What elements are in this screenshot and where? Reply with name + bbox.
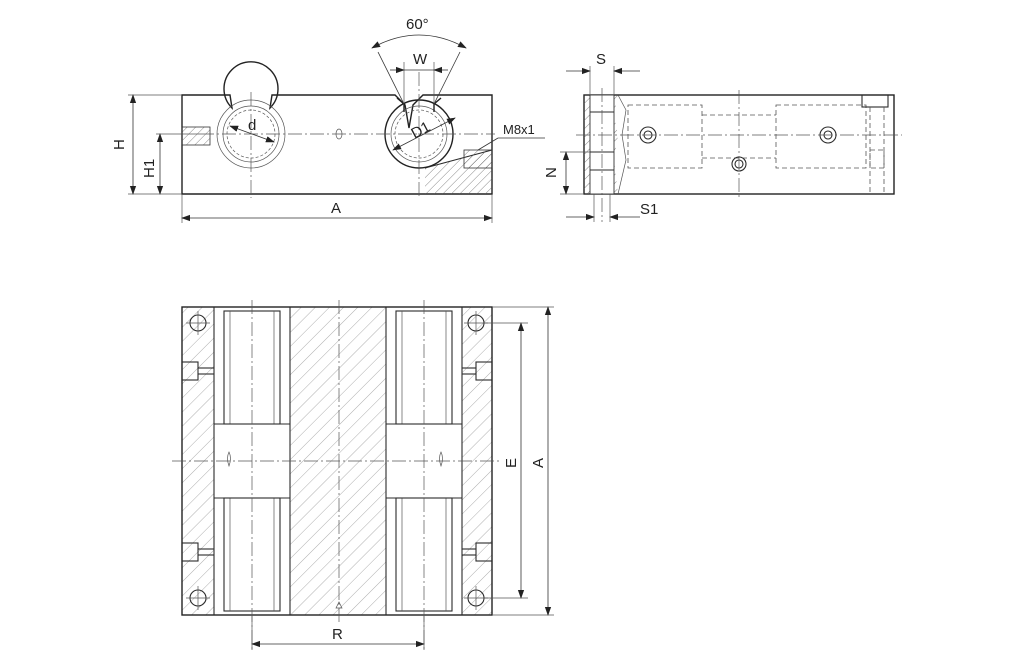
d-dimension-line bbox=[229, 125, 275, 143]
D1-dimension-line bbox=[392, 117, 456, 151]
front-view: d D1 M8x1 60° W H H1 A bbox=[111, 16, 545, 223]
plan-hole-bottom-left bbox=[186, 586, 210, 610]
S-label: S bbox=[596, 51, 606, 68]
E-label: E bbox=[503, 458, 520, 468]
H1-label: H1 bbox=[141, 159, 158, 178]
plan-view: E A R bbox=[172, 300, 554, 650]
angle-line-right bbox=[433, 51, 461, 105]
plan-hole-top-left bbox=[186, 311, 210, 335]
thread-leader bbox=[477, 137, 499, 151]
angle-label: 60° bbox=[406, 16, 429, 33]
H-label: H bbox=[111, 139, 128, 150]
A-plan-label: A bbox=[530, 458, 547, 468]
R-label: R bbox=[332, 626, 343, 643]
lube-port-left bbox=[181, 126, 211, 146]
d-label: d bbox=[248, 117, 256, 134]
W-label: W bbox=[413, 51, 428, 68]
thread-label: M8x1 bbox=[503, 122, 535, 137]
S1-label: S1 bbox=[640, 201, 658, 218]
hidden-bearing-left bbox=[627, 104, 703, 169]
N-label: N bbox=[543, 167, 560, 178]
side-view: S N S1 bbox=[543, 51, 902, 222]
angle-line-left bbox=[377, 51, 405, 105]
lube-port-right bbox=[463, 149, 493, 169]
A-front-label: A bbox=[331, 200, 341, 217]
D1-label: D1 bbox=[408, 118, 433, 142]
angle-arc bbox=[371, 34, 467, 49]
hidden-bearing-right bbox=[775, 104, 867, 169]
plan-lube-fittings bbox=[181, 361, 493, 562]
